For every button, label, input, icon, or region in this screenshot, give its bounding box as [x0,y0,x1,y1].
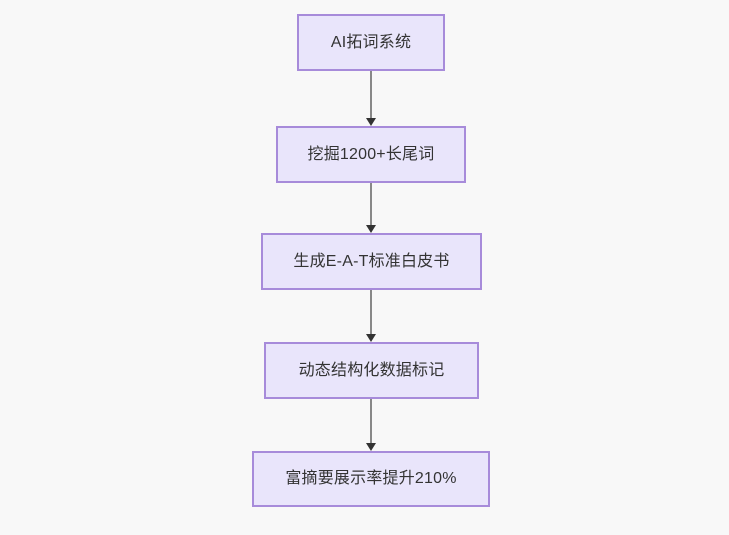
flow-edge-n2-n3 [366,183,376,233]
flow-edge-arrowhead [366,443,376,451]
flow-node-label: 生成E-A-T标准白皮书 [293,252,450,270]
flow-edge-n1-n2 [366,71,376,126]
flow-edge-line [370,399,372,443]
flow-edge-n4-n5 [366,399,376,451]
flow-node-generate-eat-whitepaper[interactable]: 生成E-A-T标准白皮书 [261,233,482,290]
flow-edge-n3-n4 [366,290,376,342]
flow-node-mine-longtail-keywords[interactable]: 挖掘1200+长尾词 [276,126,466,183]
flow-edge-arrowhead [366,334,376,342]
flow-node-dynamic-structured-data-markup[interactable]: 动态结构化数据标记 [264,342,479,399]
flow-node-label: AI拓词系统 [330,33,412,51]
flow-node-rich-snippet-impression-uplift[interactable]: 富摘要展示率提升210% [252,451,490,507]
flow-node-label: 挖掘1200+长尾词 [307,145,435,163]
flow-edge-arrowhead [366,225,376,233]
flow-edge-line [370,290,372,334]
flow-node-label: 动态结构化数据标记 [298,361,445,379]
flow-edge-arrowhead [366,118,376,126]
flow-node-ai-keyword-system[interactable]: AI拓词系统 [297,14,445,71]
flow-edge-line [370,183,372,225]
flow-node-label: 富摘要展示率提升210% [285,470,457,488]
flow-edge-line [370,71,372,118]
